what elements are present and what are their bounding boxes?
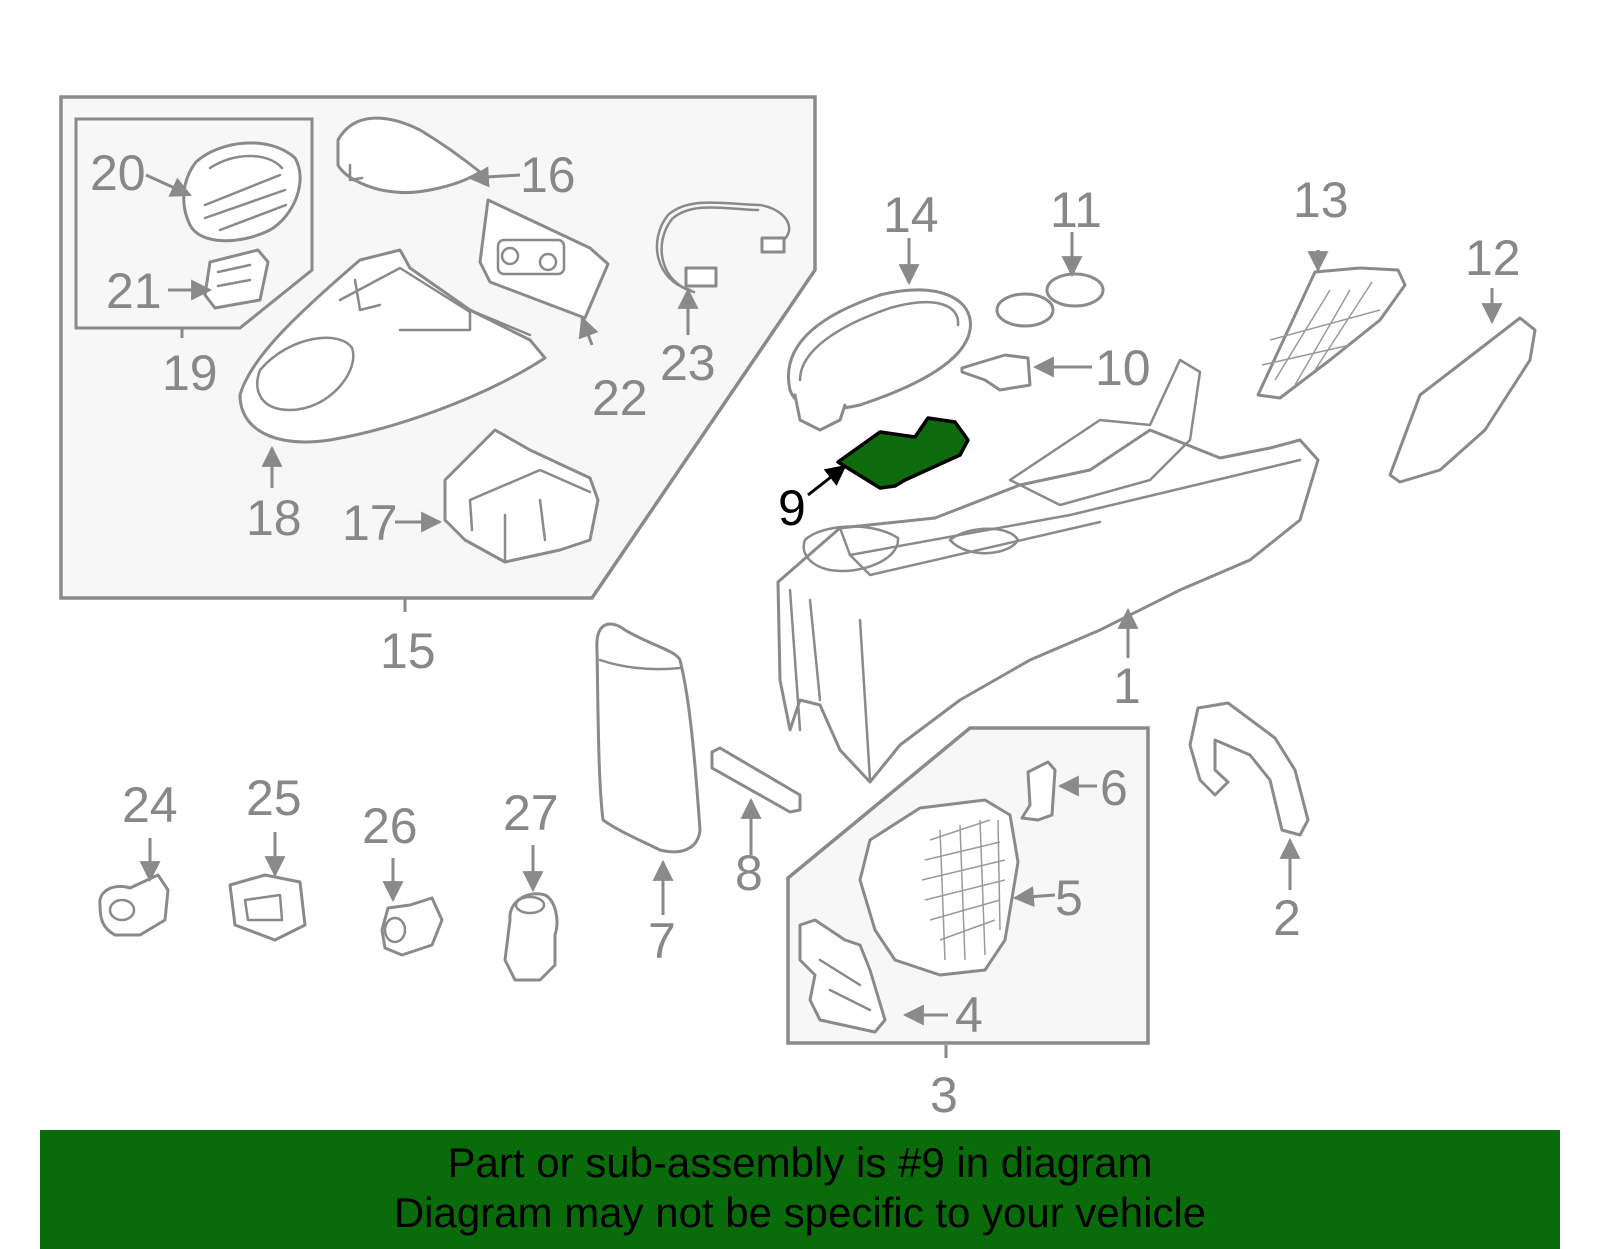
callout-11: 11 <box>1050 182 1102 238</box>
part-14-armrest-lid <box>787 288 972 432</box>
part-27-switch <box>503 892 559 982</box>
callout-21: 21 <box>106 263 162 319</box>
part-18-console-upper-panel <box>238 248 547 444</box>
banner-line-2: Diagram may not be specific to your vehi… <box>393 1189 1207 1236</box>
part-6-clip <box>1020 760 1057 822</box>
callout-12: 12 <box>1465 230 1521 286</box>
banner-line-1: Part or sub-assembly is #9 in diagram <box>447 1139 1153 1186</box>
callout-6: 6 <box>1100 760 1128 816</box>
callout-3: 3 <box>930 1067 958 1123</box>
part-7-rear-panel <box>595 622 702 854</box>
callout-23: 23 <box>660 335 716 391</box>
callout-22: 22 <box>592 370 648 426</box>
callout-24: 24 <box>122 777 178 833</box>
part-10-clip <box>960 353 1032 392</box>
part-8-clip <box>710 746 802 814</box>
callout-15: 15 <box>380 623 436 679</box>
part-26-socket <box>380 896 444 957</box>
part-25-port <box>228 873 307 942</box>
part-12-side-cover <box>1388 316 1537 484</box>
part-23-wiring-harness <box>655 201 791 294</box>
callout-7: 7 <box>648 913 676 969</box>
callout-14: 14 <box>883 187 939 243</box>
callout-4: 4 <box>955 987 983 1043</box>
part-1-center-console <box>776 358 1320 784</box>
part-20-shift-bezel <box>182 141 302 243</box>
callout-26: 26 <box>362 798 418 854</box>
callout-8: 8 <box>735 845 763 901</box>
part-13-side-panel <box>1256 266 1407 400</box>
callout-18: 18 <box>246 490 302 546</box>
callout-5: 5 <box>1055 870 1083 926</box>
part-11-rings <box>995 272 1105 328</box>
callout-10: 10 <box>1095 340 1151 396</box>
callout-2: 2 <box>1273 890 1301 946</box>
part-24-socket <box>98 873 170 937</box>
part-5-storage-bin <box>858 798 1020 977</box>
callout-27: 27 <box>503 785 559 841</box>
parts-diagram: 20 21 19 16 22 23 18 17 15 14 11 10 13 1… <box>59 95 1537 1123</box>
info-banner: Part or sub-assembly is #9 in diagram Di… <box>40 1130 1560 1249</box>
part-4-bracket <box>798 918 887 1034</box>
callout-25: 25 <box>246 770 302 826</box>
part-9-armrest-pad <box>836 416 970 490</box>
callout-9: 9 <box>778 480 806 536</box>
callout-17: 17 <box>342 495 398 551</box>
callout-20: 20 <box>90 145 146 201</box>
callout-16: 16 <box>520 147 576 203</box>
part-17-bracket <box>443 428 600 564</box>
callout-19: 19 <box>162 345 218 401</box>
callout-13: 13 <box>1293 172 1349 228</box>
callout-1: 1 <box>1113 658 1141 714</box>
part-2-bracket <box>1188 701 1310 837</box>
